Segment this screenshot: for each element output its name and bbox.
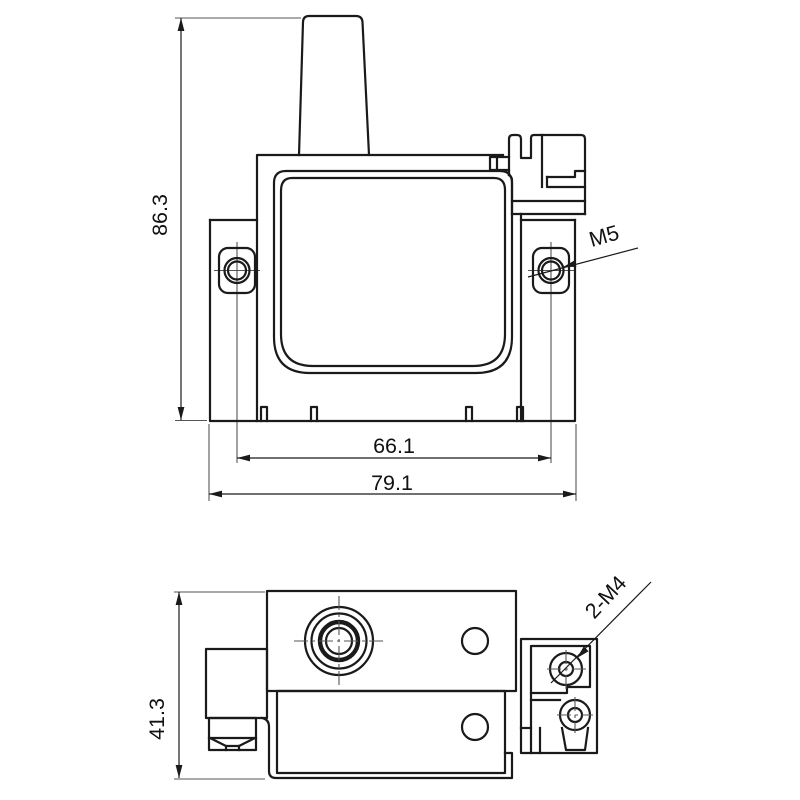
- coil-case: [272, 169, 514, 375]
- dimension-hole-spacing: 66.1: [237, 434, 551, 462]
- front-view-centerlines: [175, 17, 577, 501]
- bottom-view: 41.3 2-M4: [145, 571, 652, 780]
- label-2-m4-text: 2-M4: [580, 571, 631, 623]
- bracket-outline: [208, 153, 577, 423]
- dim-height-text: 86.3: [148, 194, 172, 236]
- mounting-boss-left: [217, 246, 257, 295]
- dim-depth-text: 41.3: [145, 698, 169, 740]
- dim-hole-spacing-text: 66.1: [373, 434, 415, 458]
- connector-bottom-left: [204, 647, 269, 752]
- terminal-block: [519, 637, 599, 755]
- ht-tower: [297, 14, 371, 157]
- bottom-body: [260, 589, 518, 780]
- dimension-height: 86.3: [148, 18, 185, 420]
- tower-bottom: [294, 596, 384, 686]
- connector-side: [488, 133, 587, 216]
- label-2-m4: 2-M4: [550, 571, 652, 684]
- front-view: 86.3 66.1 79.1 M5: [148, 14, 639, 501]
- mounting-boss-right: [531, 246, 571, 295]
- dim-overall-width-text: 79.1: [371, 471, 413, 495]
- dimension-overall-width: 79.1: [209, 471, 576, 498]
- label-m5-text: M5: [586, 221, 621, 252]
- dimension-depth: 41.3: [145, 591, 265, 780]
